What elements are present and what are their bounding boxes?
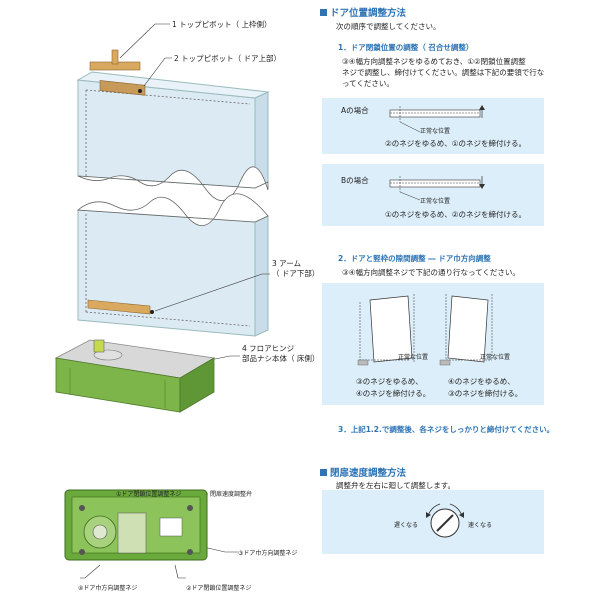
case-a-diagram <box>389 105 485 133</box>
floor-hinge-body <box>54 339 216 413</box>
case-a-label: Aの場合 <box>341 106 369 115</box>
arm <box>87 299 154 315</box>
step2-panel <box>322 283 544 405</box>
step2-left-door <box>357 294 415 366</box>
label-width-screw-4: ④ドア巾方向調整ネジ <box>78 585 138 592</box>
case-b-diagram <box>389 176 485 201</box>
label-width-screw-3: ③ドア巾方向調整ネジ <box>238 550 298 557</box>
lower-glass-panel <box>76 193 269 337</box>
step3-text: 3．上記1.2.で調整後、各ネジをしっかりと締付けてください。 <box>338 425 555 434</box>
door-illustration <box>54 23 270 579</box>
top-pivot <box>89 49 146 96</box>
label-arm-sub: （ ドア下部） <box>272 269 320 278</box>
label-floor-hinge-sub: 部品ナシ本体（ 床側） <box>242 354 320 363</box>
step1-text-line2: ネジで調整し、締付けてください。調整は下記の要領で行な <box>342 68 545 77</box>
case-b-label: Bの場合 <box>341 176 369 185</box>
section-door-position-title: ドア位置調整方法 <box>320 5 406 19</box>
slower-label: 遅くなる <box>394 522 419 529</box>
step2-heading: 2．ドアと竪枠の隙間調整 ― ドア巾方向調整 <box>338 254 491 263</box>
square-bullet-icon <box>320 9 327 16</box>
label-closing-screw-1: ①ドア閉鎖位置調整ネジ <box>116 491 182 498</box>
step1-text-line1: ③④幅方向調整ネジをゆるめておき、①②閉鎖位置調整 <box>342 57 526 66</box>
case-b-normal-position: 正常な位置 <box>420 198 451 205</box>
label-top-pivot-door: 2 トップピボット（ ドア上部） <box>174 54 282 63</box>
step2-right-text2: ③のネジを締付ける。 <box>448 389 523 398</box>
label-speed-valve: 閉扉速度調整弁 <box>210 491 253 498</box>
upper-glass-panel <box>76 71 270 201</box>
step2-left-text1: ③のネジをゆるめ、 <box>356 377 423 386</box>
section-closing-speed-title: 閉扉速度調整方法 <box>320 465 406 479</box>
label-arm: 3 アーム <box>272 259 301 268</box>
faster-label: 速くなる <box>468 522 493 529</box>
section-intro: 次の順序で調整してください。 <box>336 22 441 31</box>
step2-left-text2: ④のネジを締付ける。 <box>356 389 431 398</box>
case-a-instruction: ②のネジをゆるめ、①のネジを締付ける。 <box>385 139 526 148</box>
step2-right-door <box>439 294 493 366</box>
step2-left-normal-position: 正常な位置 <box>398 354 429 361</box>
square-bullet-icon <box>320 469 327 476</box>
step2-right-text1: ④のネジをゆるめ、 <box>448 377 515 386</box>
label-floor-hinge: 4 フロアヒンジ <box>242 344 295 353</box>
case-b-panel <box>322 164 544 226</box>
valve-dial <box>426 503 464 538</box>
case-b-instruction: ①のネジをゆるめ、②のネジを締付ける。 <box>385 210 526 219</box>
step2-text: ③④幅方向調整ネジで下記の通り行なってください。 <box>342 268 520 277</box>
step1-heading: 1．ドア閉鎖位置の調整（ 召合せ調整） <box>338 43 474 52</box>
label-top-pivot-frame: 1 トップピボット（ 上枠側） <box>172 20 272 29</box>
case-a-panel <box>322 98 544 154</box>
hinge-top-view <box>64 489 208 561</box>
step2-diagrams <box>357 294 493 366</box>
section2-intro: 調整弁を左右に廻して調整します。 <box>336 481 456 490</box>
step2-right-normal-position: 正常な位置 <box>480 354 511 361</box>
step1-text-line3: ってください。 <box>342 79 394 88</box>
label-closing-screw-2: ②ドア閉鎖位置調整ネジ <box>186 585 252 592</box>
case-a-normal-position: 正常な位置 <box>420 128 451 135</box>
